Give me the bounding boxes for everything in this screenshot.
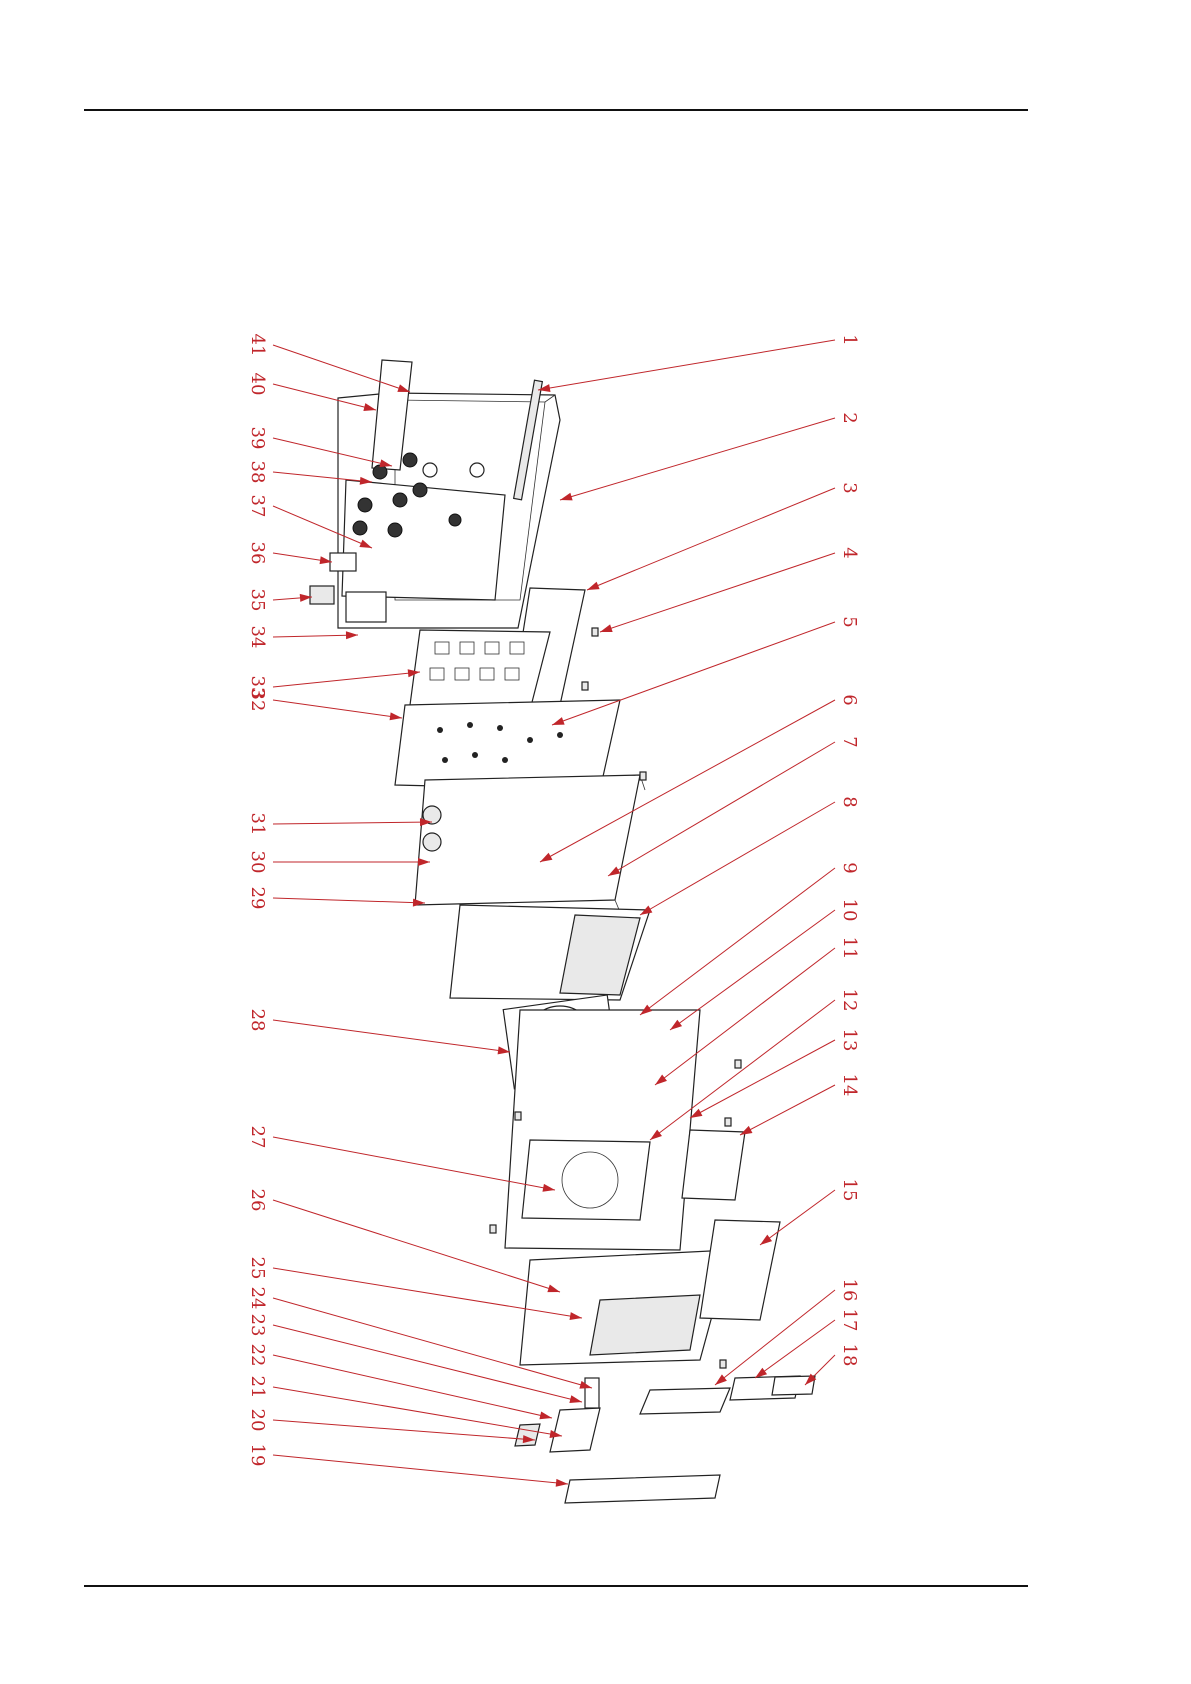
callout-label-18: 18 bbox=[839, 1344, 860, 1367]
callout-label-38: 38 bbox=[247, 461, 268, 484]
leader-line-9 bbox=[640, 868, 835, 1015]
callout-label-26: 26 bbox=[247, 1189, 268, 1212]
callout-label-12: 12 bbox=[839, 989, 860, 1012]
front-panel-assembly bbox=[310, 360, 560, 628]
callout-label-6: 6 bbox=[839, 694, 860, 705]
arrowhead-19 bbox=[556, 1479, 568, 1487]
leader-line-3 bbox=[587, 488, 835, 590]
arrowhead-3 bbox=[587, 582, 600, 590]
arrowhead-16 bbox=[715, 1374, 727, 1385]
callout-label-39: 39 bbox=[247, 427, 268, 450]
callout-label-13: 13 bbox=[839, 1029, 860, 1052]
leader-line-32 bbox=[273, 700, 402, 718]
leader-line-33 bbox=[273, 672, 420, 687]
callout-label-9: 9 bbox=[839, 862, 860, 873]
callout-label-28: 28 bbox=[247, 1009, 268, 1032]
leader-line-34 bbox=[273, 635, 358, 637]
leader-line-4 bbox=[600, 553, 835, 632]
leader-line-17 bbox=[755, 1320, 835, 1378]
callout-label-16: 16 bbox=[839, 1279, 860, 1302]
callout-label-19: 19 bbox=[247, 1444, 268, 1467]
callout-label-41: 41 bbox=[247, 334, 268, 357]
callout-label-5: 5 bbox=[839, 616, 860, 627]
leader-line-2 bbox=[560, 418, 835, 500]
callout-label-2: 2 bbox=[839, 412, 860, 423]
callout-label-4: 4 bbox=[839, 547, 860, 558]
arrowhead-22 bbox=[539, 1411, 552, 1419]
callout-label-36: 36 bbox=[247, 542, 268, 565]
callout-label-1: 1 bbox=[839, 334, 860, 345]
leader-line-20 bbox=[273, 1420, 535, 1440]
leader-line-29 bbox=[273, 898, 425, 903]
arrowhead-4 bbox=[600, 624, 613, 632]
arrowhead-14 bbox=[740, 1126, 752, 1135]
leader-line-14 bbox=[740, 1085, 835, 1135]
leader-line-8 bbox=[640, 802, 835, 915]
callout-label-24: 24 bbox=[247, 1287, 268, 1310]
callout-label-22: 22 bbox=[247, 1344, 268, 1367]
arrowhead-32 bbox=[390, 712, 402, 720]
leader-line-10 bbox=[670, 910, 835, 1030]
arrowhead-2 bbox=[560, 493, 573, 501]
leader-line-31 bbox=[273, 822, 432, 824]
leader-line-1 bbox=[538, 340, 835, 390]
callout-label-37: 37 bbox=[247, 495, 268, 518]
callout-label-7: 7 bbox=[839, 736, 860, 747]
callout-label-33: 33 bbox=[247, 676, 268, 699]
callout-label-11: 11 bbox=[839, 937, 860, 960]
arrowhead-34 bbox=[346, 631, 358, 639]
leader-line-28 bbox=[273, 1020, 510, 1052]
arrowhead-23 bbox=[569, 1395, 582, 1403]
callout-label-23: 23 bbox=[247, 1314, 268, 1337]
callout-label-8: 8 bbox=[839, 796, 860, 807]
callout-label-14: 14 bbox=[839, 1074, 860, 1097]
callout-label-25: 25 bbox=[247, 1257, 268, 1280]
callout-label-40: 40 bbox=[247, 373, 268, 396]
callout-label-21: 21 bbox=[247, 1376, 268, 1399]
callout-label-10: 10 bbox=[839, 899, 860, 922]
callout-label-31: 31 bbox=[247, 813, 268, 836]
leader-line-19 bbox=[273, 1455, 568, 1484]
leader-line-21 bbox=[273, 1387, 562, 1436]
leader-line-5 bbox=[552, 622, 835, 725]
callout-label-34: 34 bbox=[247, 626, 268, 649]
leader-line-15 bbox=[760, 1190, 835, 1245]
callout-label-29: 29 bbox=[247, 887, 268, 910]
callout-label-27: 27 bbox=[247, 1126, 268, 1149]
callout-label-30: 30 bbox=[247, 851, 268, 874]
keypad-and-boards bbox=[395, 588, 650, 1000]
callout-label-35: 35 bbox=[247, 589, 268, 612]
leader-line-13 bbox=[690, 1040, 835, 1118]
callout-label-15: 15 bbox=[839, 1179, 860, 1202]
arrowhead-17 bbox=[755, 1368, 767, 1378]
callout-label-17: 17 bbox=[839, 1309, 860, 1332]
callout-label-3: 3 bbox=[839, 482, 860, 493]
callout-label-20: 20 bbox=[247, 1409, 268, 1432]
